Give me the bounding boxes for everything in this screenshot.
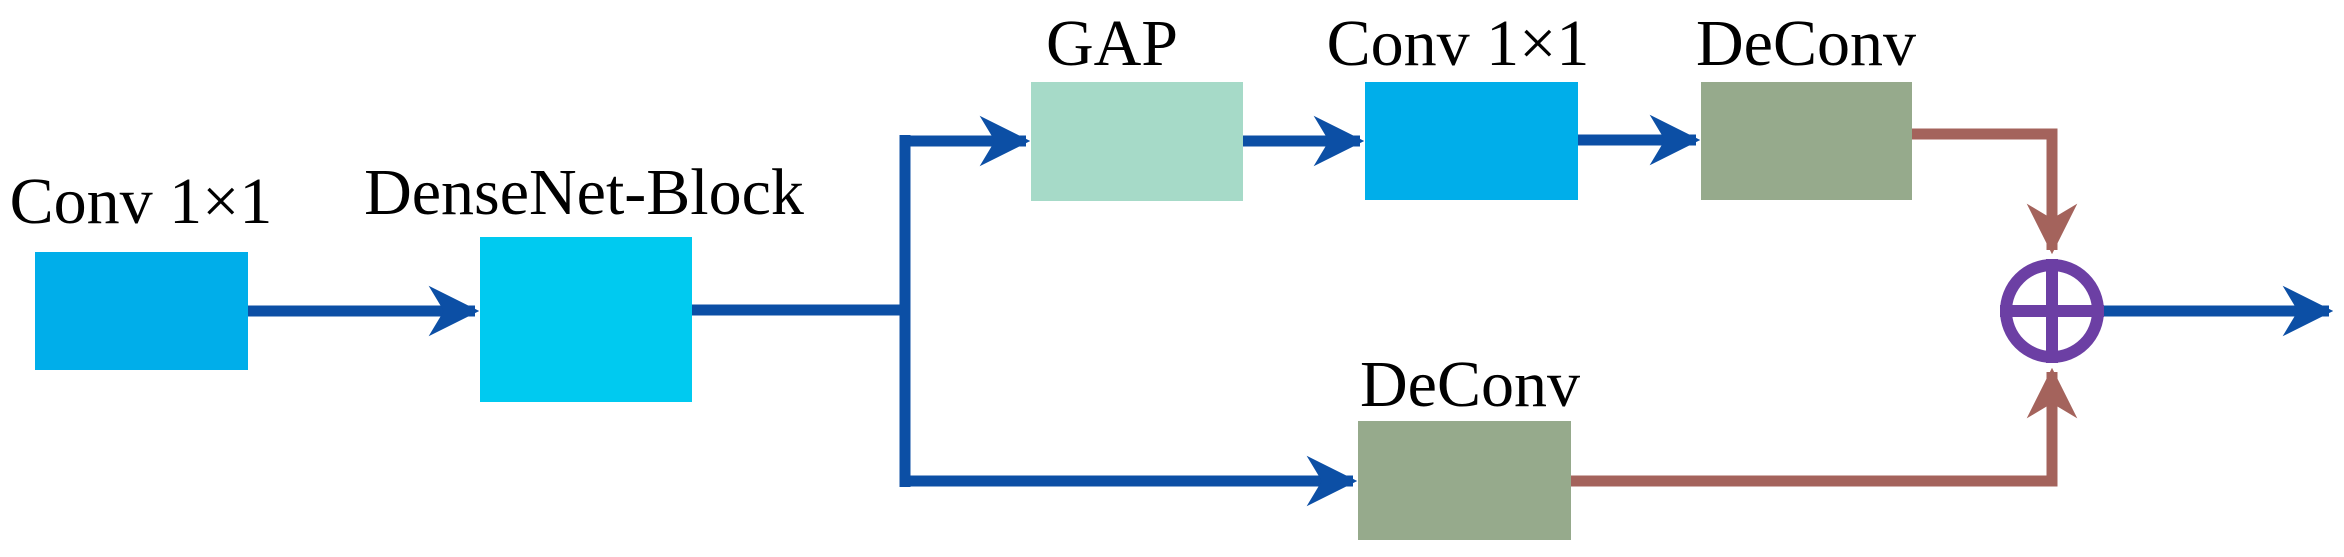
- label-deconv-bottom: DeConv: [1360, 348, 1580, 421]
- deconv-bottom-block: [1358, 421, 1571, 540]
- conv1x1-input-block: [35, 252, 248, 370]
- label-deconv-top: DeConv: [1696, 7, 1916, 80]
- arrow-deconv-top-to-add: [1912, 128, 2078, 255]
- arrow-deconv-bottom-to-add: [1571, 367, 2078, 487]
- conv1x1-top-block: [1365, 82, 1578, 200]
- label-densenet-block: DenseNet-Block: [364, 156, 804, 229]
- label-conv1x1-input: Conv 1×1: [10, 165, 273, 238]
- densenet-block: [480, 237, 692, 402]
- gap-block: [1031, 82, 1243, 201]
- label-gap: GAP: [1046, 7, 1178, 80]
- circle-plus-icon: [2000, 259, 2104, 363]
- label-conv1x1-top: Conv 1×1: [1327, 7, 1590, 80]
- deconv-top-block: [1701, 82, 1912, 200]
